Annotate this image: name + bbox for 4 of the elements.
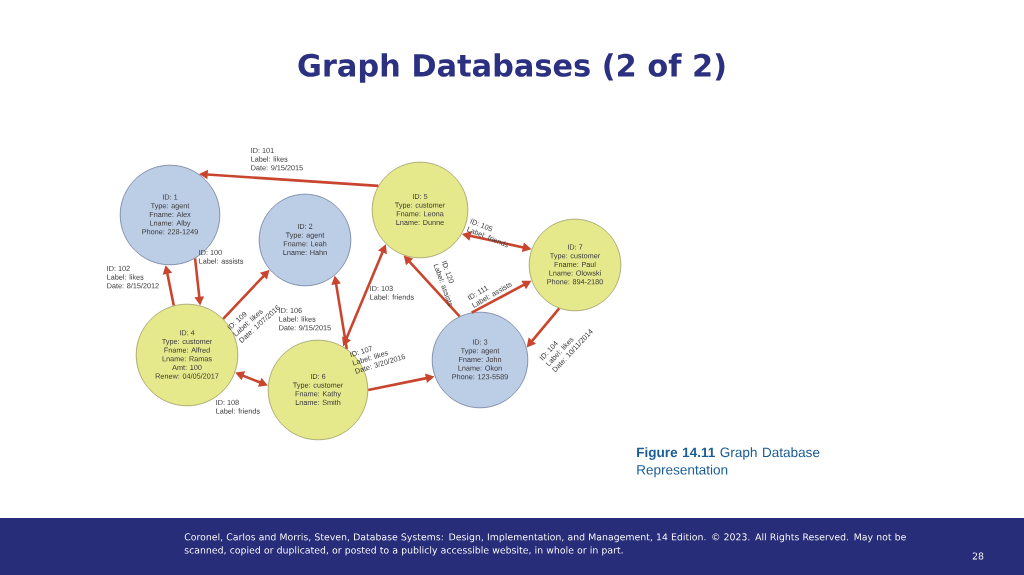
title: Graph Databases (2 of 2) (298, 53, 725, 83)
figure-caption: Figure 14.11 Graph Database Representation (637, 447, 820, 478)
copyright-notice: Coronel, Carlos and Morris, Steven, Database Systems: Design, Implementation, and Management, 14 Edition. © 2023. All Rights Reserved. May not be scanned, copied or duplicated, or posted to a publicly accessible website, in whole or in part. (184, 533, 906, 556)
page-number: 28 (972, 552, 984, 560)
